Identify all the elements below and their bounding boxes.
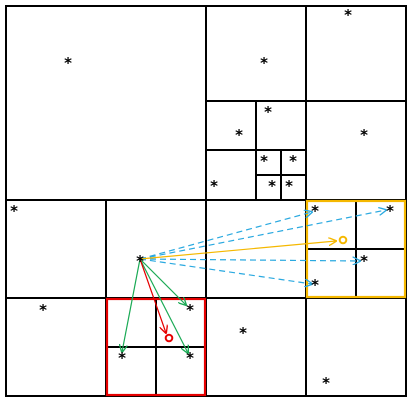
star-marker: * xyxy=(344,6,352,24)
star-marker: * xyxy=(268,177,276,195)
star-marker: * xyxy=(260,152,268,170)
star-marker: * xyxy=(118,349,126,367)
star-marker: * xyxy=(10,202,18,220)
star-marker: * xyxy=(285,177,293,195)
star-marker: * xyxy=(311,202,319,220)
star-marker: * xyxy=(186,301,194,319)
star-marker: * xyxy=(322,374,330,392)
star-marker: * xyxy=(210,177,218,195)
star-marker: * xyxy=(186,349,194,367)
star-marker-source: * xyxy=(136,252,144,270)
cyan-arrow xyxy=(139,259,360,261)
yellow-node-marker xyxy=(338,235,348,245)
star-marker: * xyxy=(260,54,268,72)
cyan-arrow xyxy=(139,210,386,260)
cyan-arrow xyxy=(139,258,312,284)
star-marker: * xyxy=(360,252,368,270)
star-marker: * xyxy=(360,126,368,144)
green-arrow xyxy=(122,258,141,352)
star-marker: * xyxy=(39,301,47,319)
yellow-arrow xyxy=(139,241,336,260)
star-marker: * xyxy=(386,202,394,220)
arrow-red xyxy=(139,258,166,333)
green-arrow xyxy=(139,258,188,353)
star-marker: * xyxy=(235,126,243,144)
red-arrow xyxy=(139,258,166,333)
star-marker: * xyxy=(64,54,72,72)
star-marker: * xyxy=(264,103,272,121)
arrows-green xyxy=(122,258,188,353)
green-arrow xyxy=(139,258,186,305)
arrows-cyan xyxy=(139,210,386,284)
cyan-arrow xyxy=(139,212,312,260)
star-marker: * xyxy=(239,324,247,342)
star-marker: * xyxy=(289,152,297,170)
red-node-marker xyxy=(164,333,174,343)
star-markers: * * * * * * * * * * * * * * * * * * * * … xyxy=(10,6,394,392)
star-marker: * xyxy=(311,276,319,294)
arrow-yellow xyxy=(139,241,336,260)
